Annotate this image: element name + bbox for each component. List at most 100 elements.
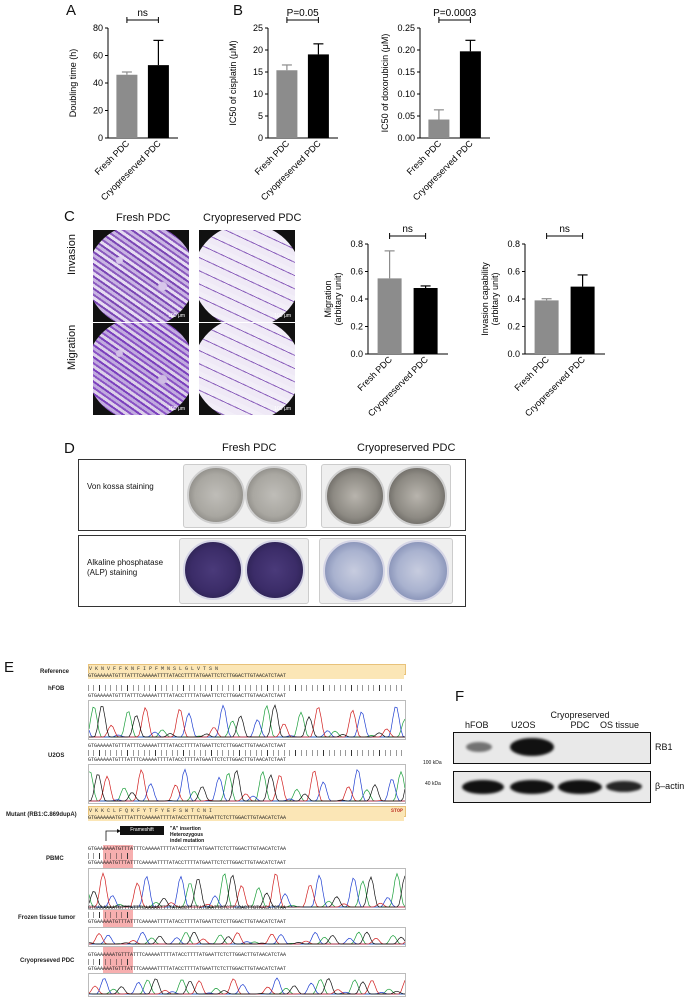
bar (459, 51, 481, 138)
y-axis-label: (arbitary unit) (490, 272, 500, 325)
lane-label-cryo: Cryopreserved PDC (550, 710, 610, 730)
y-axis-label: Invasion capability (480, 262, 490, 336)
bar (116, 74, 138, 138)
micrograph-cryo-migration: 100 μm (199, 323, 295, 415)
chromatogram-trace (89, 704, 405, 738)
panel-letter-b: B (233, 2, 244, 19)
frameshift-label: Frameshift (130, 827, 154, 833)
dish-cryo-alp-1 (323, 540, 385, 602)
kda-100-label: 100 kDa (423, 760, 442, 766)
kda-40-label: 40 kDa (425, 781, 441, 787)
band-actin-os (606, 781, 642, 792)
y-tick-label: 0.25 (397, 23, 415, 33)
y-tick-label: 0.6 (350, 267, 363, 277)
y-axis-label: IC50 of doxorubicin (μM) (380, 34, 390, 133)
von-kossa-label: Von kossa staining (87, 482, 154, 491)
y-tick-label: 0.4 (350, 294, 363, 304)
significance-label: P=0.0003 (433, 8, 477, 19)
panel-letter-d: D (64, 440, 75, 457)
bar (276, 70, 298, 138)
lane-label-hfob: hFOB (465, 720, 489, 730)
y-tick-label: 0.8 (507, 239, 520, 249)
dish-cryo-vk-1 (325, 466, 385, 526)
category-label: Cryopreserved PDC (99, 138, 163, 202)
bar (428, 119, 450, 138)
band-actin-cryo (558, 780, 602, 794)
pbmc-seq-2: GTGAAAAATGTTTATTTCAAAAATTTTATACCTTTTATGA… (88, 860, 287, 866)
chromatogram-frozen (88, 927, 406, 947)
chromatogram-trace (89, 874, 405, 908)
bar (534, 300, 559, 354)
y-tick-label: 0.6 (507, 267, 520, 277)
alp-label: Alkaline phosphatase (ALP) staining (87, 558, 164, 577)
panel-d-col-fresh: Fresh PDC (222, 442, 277, 454)
frameshift-box: Frameshift (120, 826, 164, 835)
actin-label: β–actin (655, 781, 685, 791)
chromatogram-trace (89, 931, 405, 945)
category-label: Cryopreserved PDC (366, 354, 430, 418)
frozen-ticks (88, 912, 128, 918)
dish-fresh-alp-1 (183, 540, 243, 600)
panel-letter-a: A (66, 2, 77, 19)
panel-d-col-cryo: Cryopreserved PDC (357, 442, 456, 454)
y-axis-label: Migration (323, 280, 333, 317)
dish-cryo-alp-2 (387, 540, 449, 602)
pbmc-seq-1: GTGAAAAAATGTTTATTTCAAAAATTTTATACCTTTTATG… (88, 846, 287, 852)
bar (570, 286, 595, 354)
category-label: Cryopreserved PDC (523, 354, 587, 418)
micrograph-fresh-migration: 100 μm (93, 323, 189, 415)
panel-c-row-invasion: Invasion (66, 234, 78, 275)
dish-fresh-alp-2 (245, 540, 305, 600)
seq-label-reference: Reference (40, 669, 70, 675)
chromatogram-trace (89, 704, 405, 738)
y-tick-label: 20 (253, 45, 263, 55)
y-axis-label: (arbitary unit) (333, 272, 343, 325)
chromatogram-trace (89, 706, 405, 738)
dish-fresh-vk-2 (245, 466, 303, 524)
chromatogram-trace (89, 770, 405, 802)
category-label: Fresh PDC (355, 354, 394, 393)
y-tick-label: 0.10 (397, 89, 415, 99)
band-actin-u2os (510, 780, 554, 794)
panel-letter-e: E (4, 659, 15, 676)
significance-label: ns (559, 224, 570, 235)
rb1-label: RB1 (655, 742, 673, 752)
panel-c-col-fresh: Fresh PDC (116, 212, 171, 224)
cryo-seq-2: GTGAAAAATGTTTATTTCAAAAATTTTATACCTTTTATGA… (88, 966, 287, 972)
y-tick-label: 80 (93, 23, 103, 33)
chromatogram-pbmc (88, 868, 406, 910)
panel-letter-c: C (64, 208, 75, 225)
u2os-seq-2: GTGAAAAATGTTTATTTCAAAAATTTTATACCTTTTATGA… (88, 757, 287, 763)
chromatogram-trace (89, 932, 405, 945)
y-tick-label: 0 (98, 133, 103, 143)
u2os-seq-1: GTGAAAAATGTTTATTTCAAAAATTTTATACCTTTTATGA… (88, 743, 287, 749)
blot-rb1 (453, 732, 651, 764)
significance-label: ns (402, 224, 413, 235)
y-tick-label: 5 (258, 111, 263, 121)
y-tick-label: 40 (93, 78, 103, 88)
category-label: Fresh PDC (512, 354, 551, 393)
panel-d-von-kossa-box: Von kossa staining (78, 459, 466, 531)
y-axis-label: IC50 of cisplatin (μM) (228, 40, 238, 125)
cryo-ticks (88, 959, 128, 965)
dish-cryo-vk-2 (387, 466, 447, 526)
bar (413, 288, 438, 354)
y-tick-label: 20 (93, 106, 103, 116)
stop-codon: STOP (390, 808, 403, 814)
seq-label-frozen: Frozen tissue tumor (18, 915, 76, 921)
y-tick-label: 0.0 (350, 349, 363, 359)
micrograph-fresh-invasion: 100 μm (93, 230, 189, 322)
seq-label-cryo: Cryopreseved PDC (20, 958, 75, 964)
chromatogram-trace (89, 931, 405, 945)
frameshift-arrow (105, 829, 121, 841)
pbmc-ticks (88, 853, 128, 859)
y-tick-label: 10 (253, 89, 263, 99)
cryo-seq-1: GTGAAAAAATGTTTATTTCAAAAATTTTATACCTTTTATG… (88, 952, 287, 958)
lane-label-u2os: U2OS (511, 720, 536, 730)
chromatogram-trace (89, 768, 405, 802)
bar (307, 54, 329, 138)
